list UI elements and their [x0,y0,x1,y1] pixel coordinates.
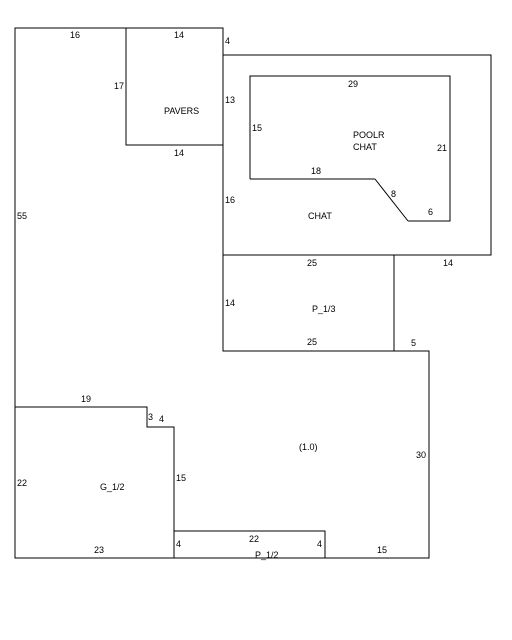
p12-room [174,530,326,558]
room-label-chat: CHAT [308,211,332,221]
room-label-poolr: POOLR [353,130,385,140]
dim-poolr-left: 15 [252,123,262,133]
dim-pavers-left: 17 [114,81,124,91]
dim-g12-step-b: 4 [159,414,164,424]
dim-g12-left: 22 [17,478,27,488]
dim-pavers-bottom: 14 [174,148,184,158]
dim-g12-step-a: 3 [148,412,153,422]
dim-g12-bottom: 23 [94,545,104,555]
dim-g12-top: 19 [81,394,91,404]
dim-left-side: 55 [17,211,27,221]
dim-poolr-top: 29 [348,79,358,89]
room-label-p13: P_1/3 [312,304,336,314]
pool-outline [249,75,451,222]
dim-pavers-top: 14 [174,30,184,40]
dim-p13-bottom: 25 [307,337,317,347]
g12-room [15,406,175,558]
dim-poolr-diag: 8 [391,189,396,199]
dim-g12-right: 15 [176,473,186,483]
dim-chat-left-upper: 13 [225,95,235,105]
p13-room [222,254,395,352]
pool-diagonal-wall [374,178,409,222]
room-label-main: (1.0) [299,442,318,452]
dim-chat-bottom-right: 14 [443,258,453,268]
dim-chat-left-lower: 16 [225,195,235,205]
pavers-room [125,27,224,146]
room-label-g12: G_1/2 [100,482,125,492]
dim-poolr-right: 21 [437,143,447,153]
dim-p12-right: 4 [317,539,322,549]
dim-p12-top: 22 [249,534,259,544]
dim-step-5: 5 [411,338,416,348]
room-label-poolr-chat: CHAT [353,142,377,152]
dim-p12-left: 4 [176,539,181,549]
outer-wall [14,27,430,559]
dim-right-side: 30 [416,450,426,460]
dim-top-left: 16 [70,30,80,40]
room-label-pavers: PAVERS [164,106,199,116]
room-label-p12: P_1/2 [255,550,279,560]
dim-poolr-bottom-right: 6 [428,207,433,217]
dim-poolr-bottom: 18 [311,166,321,176]
dim-p13-left: 14 [225,298,235,308]
dim-p13-top: 25 [307,258,317,268]
dim-bottom-right: 15 [377,545,387,555]
dim-top-step: 4 [225,36,230,46]
